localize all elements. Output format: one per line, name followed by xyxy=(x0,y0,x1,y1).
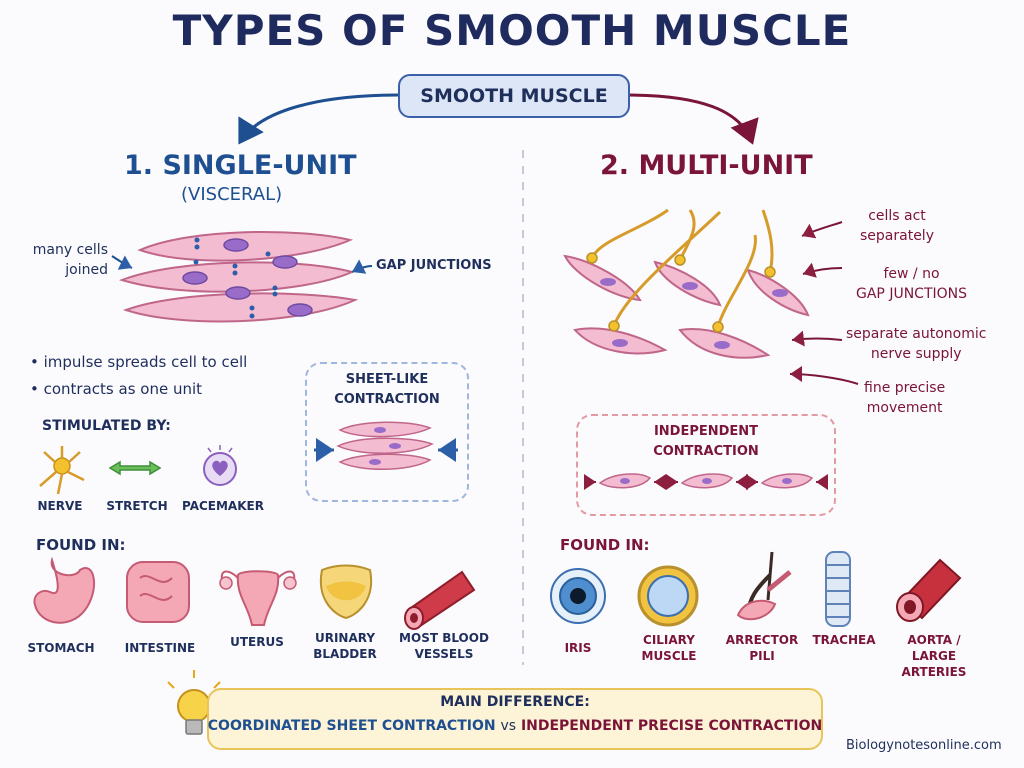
urinary-bladder-icon xyxy=(319,564,373,620)
sheet-contraction-cells xyxy=(336,421,434,470)
bullet-contracts-as-one: • contracts as one unit xyxy=(30,380,203,398)
gap-junction-dots xyxy=(193,237,278,319)
multi-unit-cells-illustration xyxy=(563,254,810,359)
found-uterus-label: UTERUS xyxy=(230,635,284,649)
gap-junctions-label: GAP JUNCTIONS xyxy=(376,258,492,273)
ciliary-muscle-icon xyxy=(637,565,699,627)
stretch-icon xyxy=(108,460,162,476)
stomach-icon xyxy=(33,556,96,624)
multi-unit-nerve-fibers xyxy=(590,208,774,328)
note-separate-autonomic-supply: separate autonomic nerve supply xyxy=(846,326,987,362)
found-arrector-pili-label: ARRECTOR PILI xyxy=(725,633,799,663)
independent-contraction-box xyxy=(576,414,836,516)
stimulus-pacemaker-label: PACEMAKER xyxy=(182,499,264,513)
arrow-to-single-unit xyxy=(238,93,399,145)
independent-contraction-cells xyxy=(598,473,814,489)
independent-contraction-label: INDEPENDENT CONTRACTION xyxy=(653,424,759,459)
iris-icon xyxy=(550,568,606,624)
found-stomach-label: STOMACH xyxy=(27,641,95,655)
nerve-icon xyxy=(39,446,85,495)
note-fine-precise-movement: fine precise movement xyxy=(864,380,946,416)
stimulus-stretch-label: STRETCH xyxy=(106,499,168,513)
stimulus-nerve-label: NERVE xyxy=(37,499,83,513)
found-iris-label: IRIS xyxy=(564,641,592,655)
found-blood-vessels-label: MOST BLOOD VESSELS xyxy=(399,631,489,661)
nerve-terminals xyxy=(586,252,776,333)
versus: vs xyxy=(500,718,517,734)
note-few-no-gap-junctions: few / no GAP JUNCTIONS xyxy=(856,266,968,302)
found-urinary-bladder-label: URINARY BLADDER xyxy=(313,631,377,661)
pacemaker-icon xyxy=(203,445,237,486)
arrector-pili-icon xyxy=(736,551,792,621)
root-node-smooth-muscle: SMOOTH MUSCLE xyxy=(398,74,630,118)
intestine-icon xyxy=(126,561,190,623)
blood-vessel-icon xyxy=(404,570,476,630)
found-aorta-label: AORTA / LARGE ARTERIES xyxy=(901,633,967,679)
footer-source: Biologynotesonline.com xyxy=(846,738,1002,753)
aorta-icon xyxy=(896,558,962,622)
arrow-to-multi-unit xyxy=(625,93,759,145)
single-unit-subheading: (VISCERAL) xyxy=(181,184,283,205)
found-trachea-label: TRACHEA xyxy=(812,633,876,647)
main-difference-text: COORDINATED SHEET CONTRACTION vs INDEPEN… xyxy=(207,718,823,734)
coordinated-sheet-contraction: COORDINATED SHEET CONTRACTION xyxy=(207,718,496,734)
note-cells-act-separately: cells act separately xyxy=(860,208,934,244)
sheet-like-contraction-label: SHEET-LIKE CONTRACTION xyxy=(334,372,440,407)
page-title: TYPES OF SMOOTH MUSCLE xyxy=(172,6,852,55)
lightbulb-icon xyxy=(167,670,221,735)
bullet-impulse-spreads: • impulse spreads cell to cell xyxy=(30,353,248,371)
single-found-in-heading: FOUND IN: xyxy=(36,536,126,554)
multi-unit-heading: 2. MULTI-UNIT xyxy=(600,150,813,181)
found-ciliary-muscle-label: CILIARY MUSCLE xyxy=(641,633,697,663)
multi-found-in-heading: FOUND IN: xyxy=(560,536,650,554)
single-unit-cells-illustration xyxy=(118,231,359,323)
stimulated-by-heading: STIMULATED BY: xyxy=(42,418,171,434)
single-unit-heading: 1. SINGLE-UNIT xyxy=(124,150,357,181)
main-difference-box xyxy=(207,688,823,750)
found-intestine-label: INTESTINE xyxy=(124,641,196,655)
main-difference-heading: MAIN DIFFERENCE: xyxy=(440,694,590,710)
sheet-like-contraction-box xyxy=(305,362,469,502)
trachea-icon xyxy=(825,551,851,627)
many-cells-joined-note: many cells joined xyxy=(32,242,108,278)
uterus-icon xyxy=(219,570,297,626)
independent-precise-contraction: INDEPENDENT PRECISE CONTRACTION xyxy=(520,718,823,734)
